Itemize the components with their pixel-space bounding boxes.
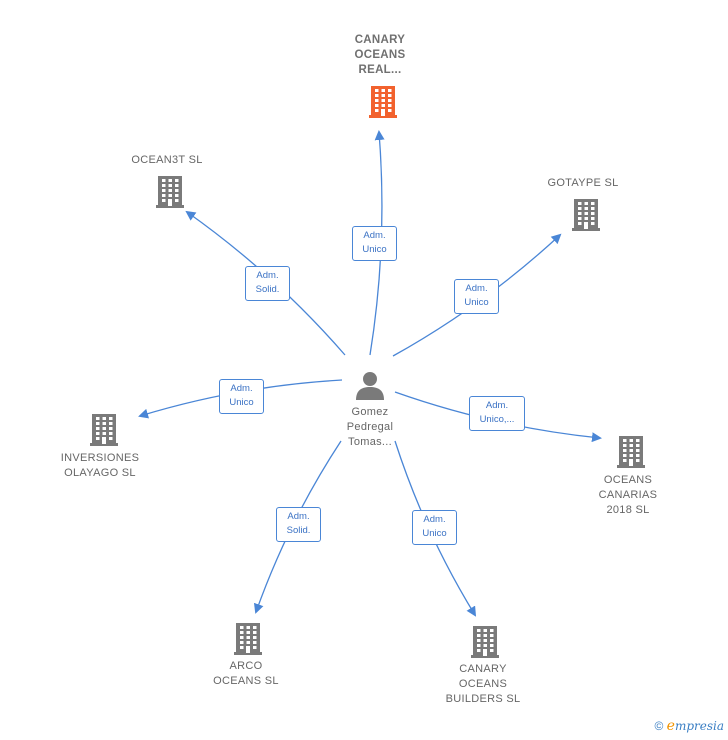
building-icon[interactable] bbox=[469, 624, 501, 663]
brand-logo-text: mpresia bbox=[674, 719, 724, 733]
edge-label-oceans-canarias[interactable]: Adm. Unico,... bbox=[469, 396, 525, 431]
center-person-label[interactable]: Gomez Pedregal Tomas... bbox=[346, 406, 394, 448]
company-label-canary-oceans-builders[interactable]: CANARY OCEANS BUILDERS SL bbox=[445, 663, 521, 705]
edge-label-gotaype[interactable]: Adm. Unico bbox=[454, 279, 499, 314]
footer-credit: © empresia bbox=[654, 718, 724, 734]
company-label-gotaype[interactable]: GOTAYPE SL bbox=[547, 177, 619, 189]
building-icon[interactable] bbox=[232, 621, 264, 660]
company-label-ocean3t[interactable]: OCEAN3T SL bbox=[131, 154, 203, 166]
edge-label-inversiones-olayago[interactable]: Adm. Unico bbox=[219, 379, 264, 414]
company-label-oceans-canarias[interactable]: OCEANS CANARIAS 2018 SL bbox=[598, 474, 658, 516]
edge-label-ocean3t[interactable]: Adm. Solid. bbox=[245, 266, 290, 301]
edge-label-arco-oceans[interactable]: Adm. Solid. bbox=[276, 507, 321, 542]
company-label-canary-oceans-real[interactable]: CANARY OCEANS REAL... bbox=[354, 34, 406, 76]
person-icon[interactable] bbox=[354, 370, 386, 402]
building-icon[interactable] bbox=[570, 197, 602, 236]
building-icon[interactable] bbox=[367, 84, 399, 123]
company-label-inversiones-olayago[interactable]: INVERSIONES OLAYAGO SL bbox=[60, 452, 140, 479]
building-icon[interactable] bbox=[154, 174, 186, 213]
edge-label-canary-oceans-real[interactable]: Adm. Unico bbox=[352, 226, 397, 261]
building-icon[interactable] bbox=[88, 412, 120, 451]
copyright-icon: © bbox=[654, 719, 664, 733]
building-icon[interactable] bbox=[615, 434, 647, 473]
company-label-arco-oceans[interactable]: ARCO OCEANS SL bbox=[213, 660, 279, 687]
brand-logo-initial: e bbox=[666, 718, 675, 734]
edge-label-canary-oceans-builders[interactable]: Adm. Unico bbox=[412, 510, 457, 545]
